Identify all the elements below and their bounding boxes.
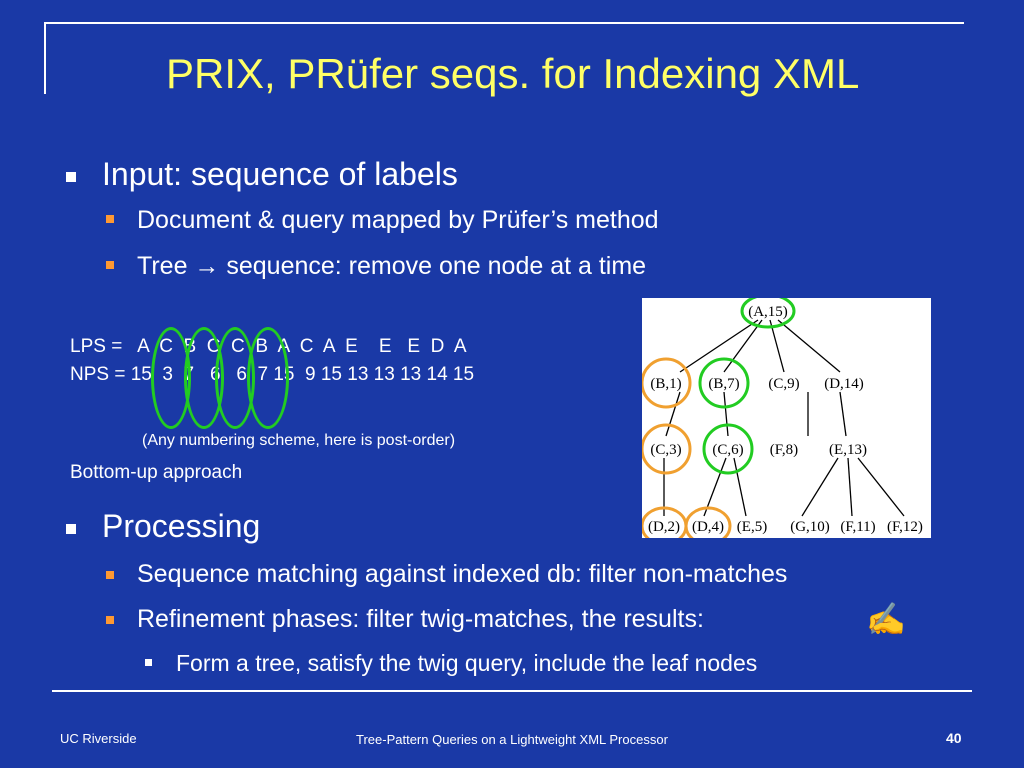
tree-edge: [723, 391, 729, 437]
bullet-square-icon: [66, 524, 76, 534]
frame-left-line: [44, 22, 46, 94]
tree-edge: [665, 391, 681, 437]
tree-node-ring: [640, 357, 692, 409]
tree-edge: [703, 457, 727, 517]
slide-title: PRIX, PRüfer seqs. for Indexing XML: [166, 50, 860, 97]
tree-edge: [801, 457, 839, 517]
tree-node-ring: [698, 357, 750, 409]
tree-node-ring: [640, 423, 692, 475]
tree-edge: [839, 391, 847, 437]
numbering-note: (Any numbering scheme, here is post-orde…: [142, 432, 456, 449]
tree-diagram: (A,15) (B,1) (B,7) (C,9) (D,14) (C,3) (C…: [640, 293, 923, 546]
bullet-input: Input: sequence of labels: [102, 156, 458, 192]
tree-node: (F,8): [770, 442, 798, 458]
sub-bullet-square-icon: [106, 616, 114, 624]
tree-node: (B,7): [708, 376, 739, 392]
writing-hand-icon: ✍: [866, 601, 906, 637]
tree-edge: [733, 457, 747, 517]
bullet-sequence-matching: Sequence matching against indexed db: fi…: [137, 560, 788, 588]
tree-figure: (A,15) (B,1) (B,7) (C,9) (D,14) (C,3) (C…: [640, 293, 931, 546]
sub-bullet-square-icon: [106, 571, 114, 579]
bottom-up-label: Bottom-up approach: [70, 462, 243, 483]
tree-node: (F,11): [840, 519, 875, 535]
tree-node: (E,5): [737, 519, 767, 535]
lps-highlight-ring: [247, 327, 289, 429]
tree-edge: [679, 319, 759, 373]
tree-edge: [847, 457, 853, 517]
tree-node: (A,15): [748, 304, 788, 320]
footer-org: UC Riverside: [60, 731, 137, 746]
frame-bottom-line: [52, 690, 972, 692]
sub-bullet-square-icon: [106, 215, 114, 223]
bullet-form-tree: Form a tree, satisfy the twig query, inc…: [176, 650, 758, 676]
tree-node: (F,12): [887, 519, 923, 535]
frame-top-line: [44, 22, 964, 24]
tree-node-ring: [702, 423, 754, 475]
tree-node: (C,9): [768, 376, 799, 392]
tree-edge: [769, 319, 785, 373]
tree-node: (D,4): [692, 519, 724, 535]
tree-node: (C,6): [712, 442, 743, 458]
tree-node: (D,14): [824, 376, 864, 392]
slide-number: 40: [946, 730, 962, 746]
tree-edge: [723, 319, 763, 373]
tree-edge: [857, 457, 905, 517]
tree-edge: [777, 319, 841, 373]
tree-node: (E,13): [829, 442, 867, 458]
tree-node: (C,3): [650, 442, 681, 458]
bullet-square-icon: [66, 172, 76, 182]
bullet-refinement: Refinement phases: filter twig-matches, …: [137, 605, 704, 633]
bullet-document-query: Document & query mapped by Prüfer’s meth…: [137, 206, 659, 234]
sub-bullet-square-icon: [106, 261, 114, 269]
sub-sub-bullet-square-icon: [145, 659, 152, 666]
tree-node: (B,1): [650, 376, 681, 392]
tree-node: (G,10): [790, 519, 830, 535]
bullet-tree-sequence: Tree → sequence: remove one node at a ti…: [137, 252, 647, 280]
footer-talk-title: Tree-Pattern Queries on a Lightweight XM…: [356, 732, 668, 747]
tree-node: (D,2): [648, 519, 680, 535]
bullet-processing: Processing: [102, 508, 261, 544]
